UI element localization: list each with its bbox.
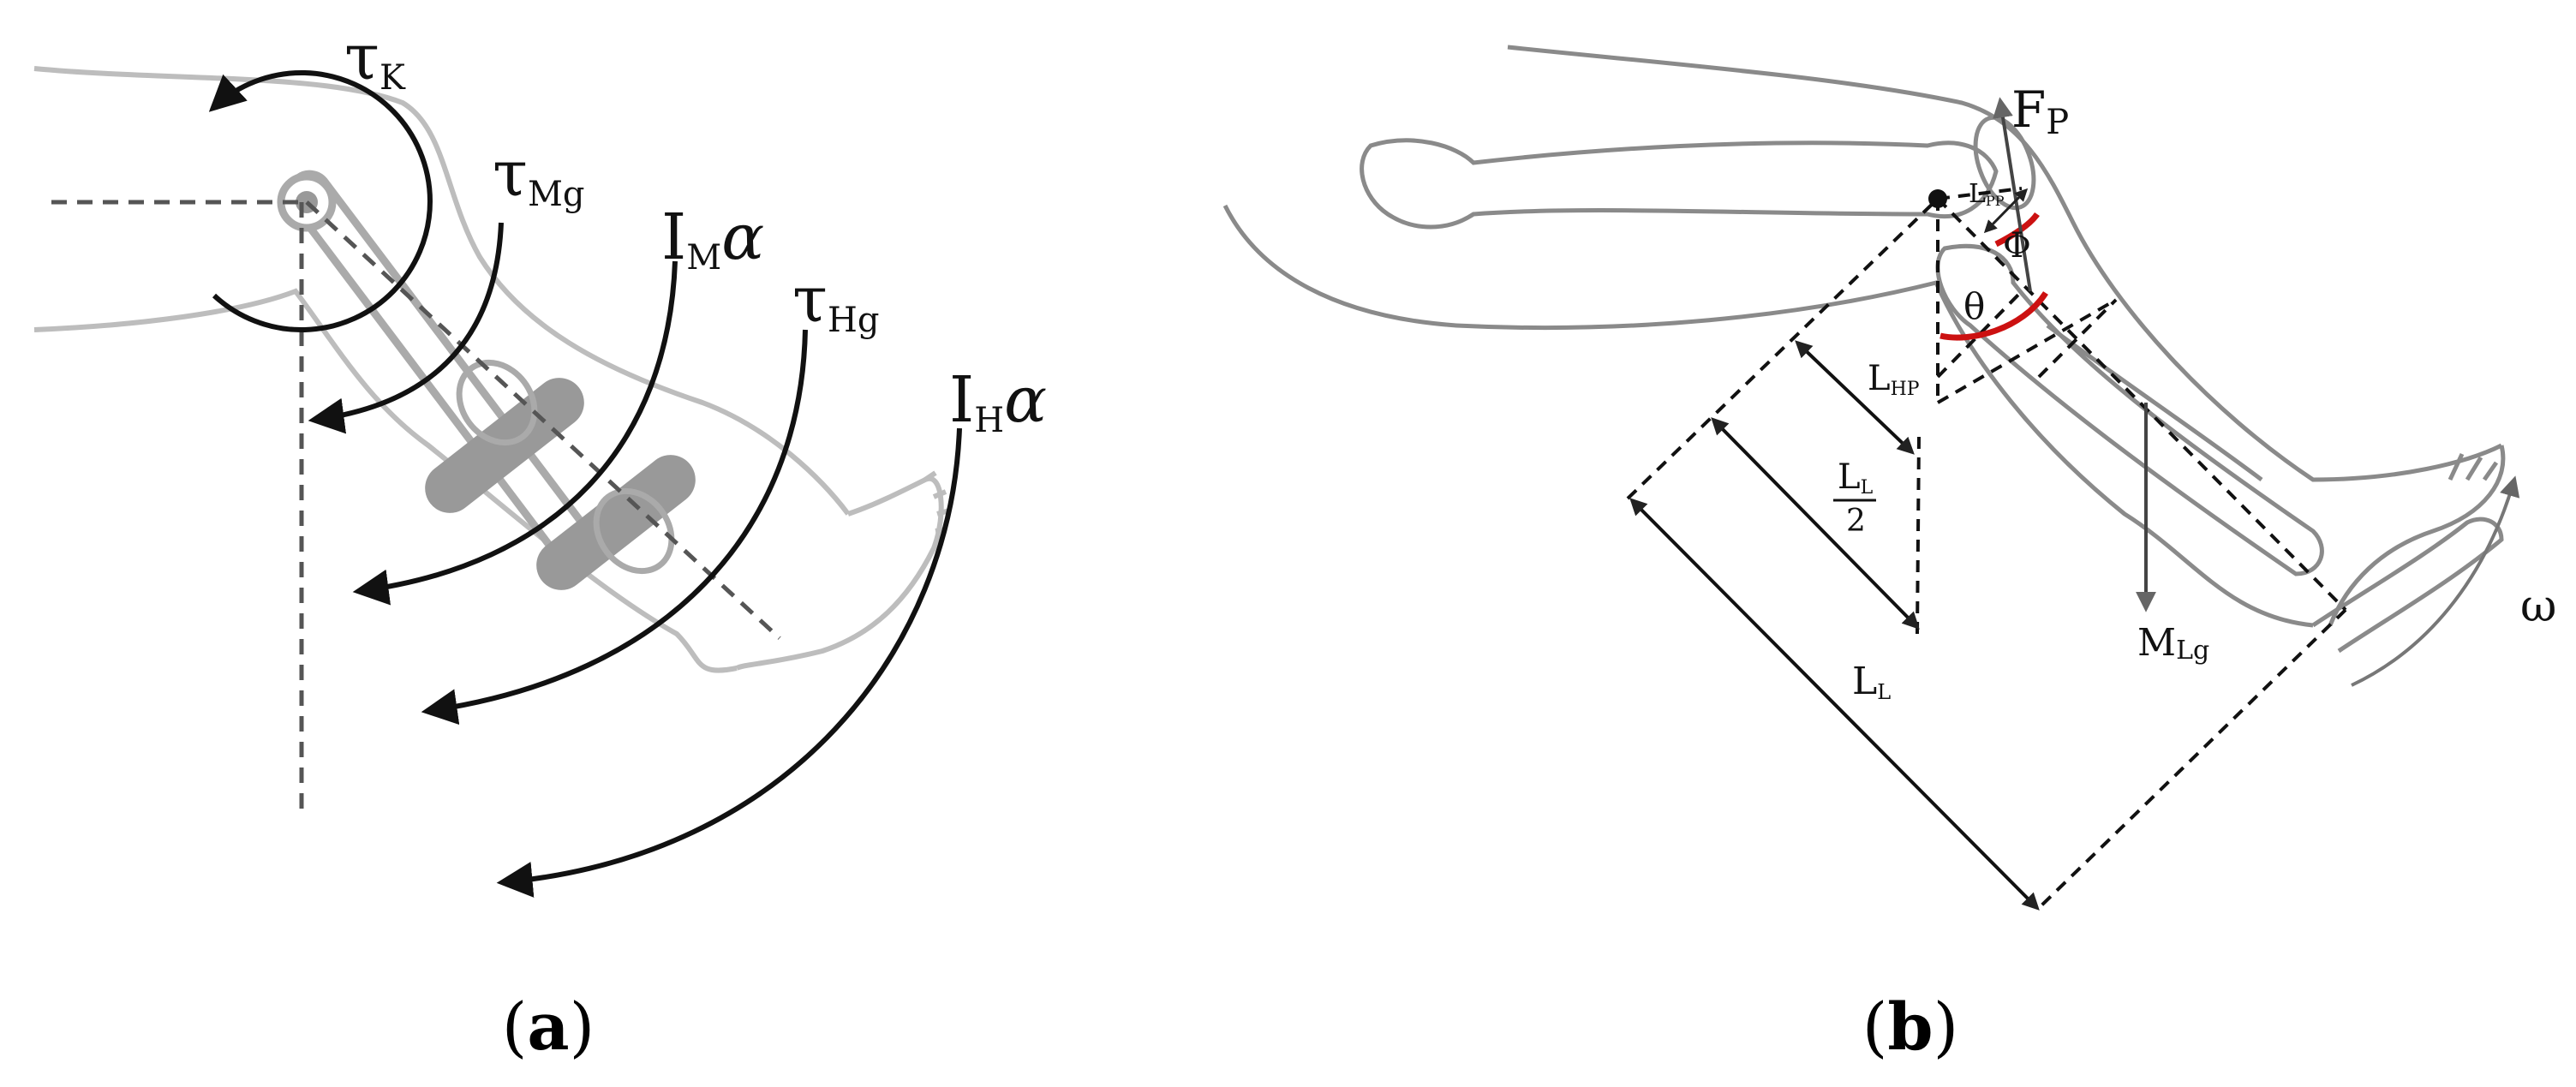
arrow-ih-alpha xyxy=(496,427,962,898)
brace-strap-2 xyxy=(536,455,696,590)
panel-b-dashed-geometry xyxy=(1626,187,2347,910)
arrow-im-alpha xyxy=(352,260,678,606)
arrow-omega xyxy=(2351,475,2520,687)
label-fp: FP xyxy=(2011,81,2069,142)
panel-a-brace xyxy=(277,170,696,590)
panel-b-arrows xyxy=(1629,97,2520,911)
panel-a-leg-outline xyxy=(33,66,950,673)
label-tau-mg: τMg xyxy=(493,137,585,214)
panel-b-labels: FP LPP Φ θ LHP LL 2 LL MLg ω xyxy=(1833,81,2556,704)
label-tau-hg: τHg xyxy=(792,263,879,340)
arrow-lpp xyxy=(1983,188,2029,234)
panel-b-leg-outline xyxy=(1222,45,2506,654)
panel-a-torque-arrows xyxy=(208,70,962,898)
knee-pivot-b xyxy=(1928,189,1947,208)
label-lhp: LHP xyxy=(1868,359,1920,400)
label-mlg: MLg xyxy=(2137,621,2209,666)
label-phi: Φ xyxy=(2003,226,2031,266)
label-omega: ω xyxy=(2520,581,2556,632)
brace-pad-1 xyxy=(456,359,538,446)
panel-b: FP LPP Φ θ LHP LL 2 LL MLg ω (b) xyxy=(1222,45,2556,1065)
label-l-over-2: LL 2 xyxy=(1833,457,1876,539)
svg-text:LL: LL xyxy=(1838,457,1874,499)
label-lpp: LPP xyxy=(1969,179,2005,209)
arrow-tau-k xyxy=(208,70,433,332)
label-ll: LL xyxy=(1852,660,1891,704)
brace-pad-2 xyxy=(593,487,675,575)
panel-a: τK τMg IMα τHg IHα (a) xyxy=(33,21,1047,1065)
caption-b: (b) xyxy=(1862,988,1958,1065)
label-ih-alpha: IHα xyxy=(949,363,1047,440)
caption-a: (a) xyxy=(502,988,595,1065)
arrow-ll xyxy=(1629,498,2040,911)
panel-a-reference-lines xyxy=(51,200,781,809)
arrow-l-half xyxy=(1711,417,1920,630)
arc-theta xyxy=(1939,291,2048,341)
panel-a-labels: τK τMg IMα τHg IHα xyxy=(344,21,1047,440)
label-tau-k: τK xyxy=(344,21,406,98)
label-im-alpha: IMα xyxy=(661,200,764,278)
arrow-tau-mg xyxy=(308,222,504,434)
label-theta: θ xyxy=(1963,285,1985,327)
svg-text:2: 2 xyxy=(1846,504,1866,539)
arrow-tau-hg xyxy=(421,329,808,726)
